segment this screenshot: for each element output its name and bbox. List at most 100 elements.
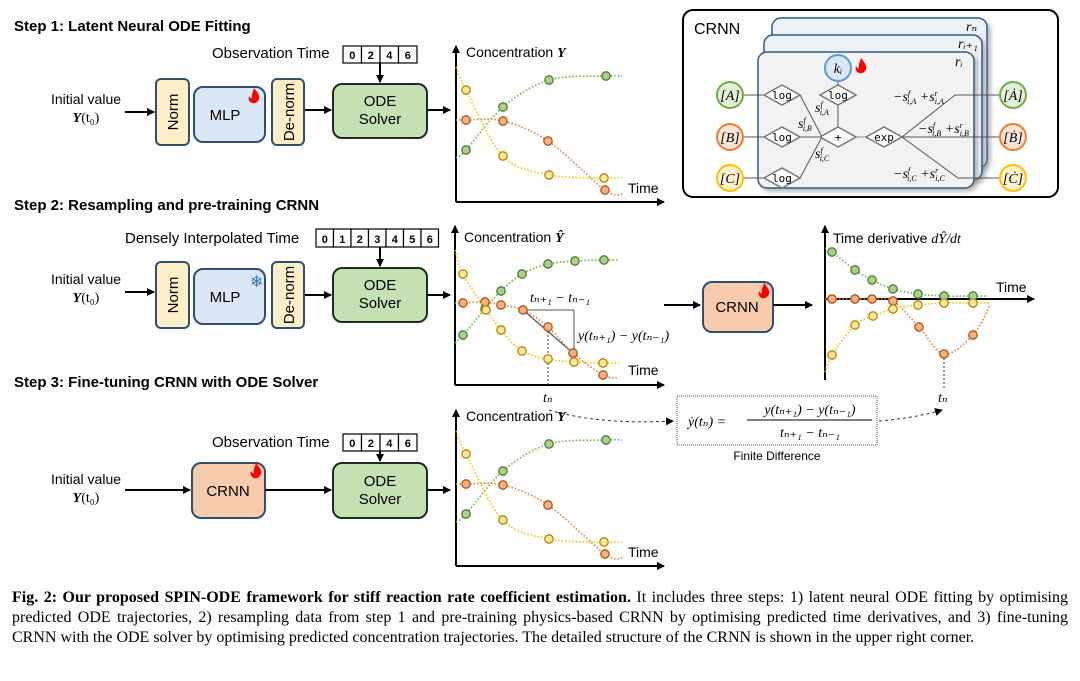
y-argument: (t₀): [81, 291, 99, 306]
exp-operator: [864, 126, 904, 148]
species-a-point: [888, 284, 898, 294]
species-b-point: [496, 300, 506, 310]
w: f: [820, 146, 824, 155]
time-cell-value: 4: [392, 234, 399, 246]
crnn-label: CRNN: [206, 483, 249, 500]
time-cell-value: 6: [405, 438, 411, 450]
time-cell-value: 1: [339, 234, 345, 246]
species-c-point: [868, 311, 878, 321]
species-b-point: [600, 185, 610, 195]
log-operator-label: log: [772, 89, 792, 102]
log-operator: [762, 84, 802, 106]
w: i,A: [935, 97, 944, 106]
w: +s: [917, 167, 936, 182]
output-node-b: [Ḃ]: [999, 123, 1027, 151]
species-a-point: [599, 255, 609, 265]
w: i,B: [932, 129, 941, 138]
card-label-ri: rᵢ: [955, 55, 963, 70]
species-a-point: [544, 75, 554, 85]
time-cell-value: 0: [349, 50, 355, 62]
species-b-point: [888, 296, 898, 306]
w: i,C: [907, 174, 917, 183]
x-axis-label: Time: [628, 180, 659, 196]
log-operator: [762, 167, 802, 189]
denorm-label: De-norm: [281, 83, 298, 141]
species-c-point: [498, 515, 508, 525]
time-cell-value: 2: [368, 438, 374, 450]
crnn-block: CRNN: [702, 281, 774, 333]
ode-label: ODE: [364, 277, 397, 294]
y-symbol: Y: [73, 491, 83, 506]
log-operator-label: log: [828, 89, 848, 102]
y-argument: (t₀): [81, 111, 99, 126]
species-c-point: [850, 320, 860, 330]
w: i,A: [907, 97, 916, 106]
fd-numerator: y(tₙ₊₁) − y(tₙ₋₁): [762, 403, 856, 418]
mlp-block: MLP: [193, 86, 266, 143]
node-label: [Ċ]: [1003, 170, 1023, 187]
x-axis-label: Time: [628, 544, 659, 560]
species-c-point: [461, 85, 471, 95]
species-b-point: [543, 136, 553, 146]
node-label: [B]: [720, 131, 739, 146]
species-c-point: [496, 325, 506, 335]
ode-solver-block: ODE Solver: [332, 83, 428, 139]
step3-title: Step 3: Fine-tuning CRNN with ODE Solver: [14, 374, 318, 391]
step2-title: Step 2: Resampling and pre-training CRNN: [14, 197, 319, 214]
y-symbol: Y: [557, 46, 567, 61]
time-cell-value: 0: [322, 234, 328, 246]
time-cell: [397, 433, 418, 452]
tn-label: tₙ: [543, 391, 553, 406]
species-b-point: [518, 305, 528, 315]
norm-block: Norm: [155, 78, 190, 146]
w: s: [815, 147, 821, 162]
norm-label: Norm: [165, 94, 182, 131]
card-label-rn: rₙ: [966, 20, 977, 35]
y-axis-label: Concentration Y: [466, 44, 567, 61]
w: +s: [916, 90, 935, 105]
w: i,C: [820, 154, 830, 163]
finite-difference-box: ẏ(tₙ) = y(tₙ₊₁) − y(tₙ₋₁) tₙ₊₁ − tₙ₋₁ Fi…: [548, 395, 943, 463]
w: f: [820, 100, 824, 109]
figure-caption: Fig. 2: Our proposed SPIN-ODE framework …: [12, 588, 1068, 648]
initial-value-label: Initial value: [51, 91, 121, 107]
time-cell-value: 4: [386, 50, 393, 62]
species-a-point: [498, 102, 508, 112]
species-b-point: [498, 116, 508, 126]
y-argument: (t₀): [81, 491, 99, 506]
dashed-arrow: [548, 409, 674, 426]
ode-label: ODE: [364, 93, 397, 110]
x-axis-label: Time: [628, 362, 659, 378]
network-connections: [743, 81, 1000, 179]
y-symbol: Y: [73, 111, 83, 126]
w: −s: [918, 122, 933, 137]
time-cell-value: 2: [368, 50, 374, 62]
y-axis-label: Concentration Ŷ: [464, 229, 565, 246]
initial-value-label: Initial value: [51, 271, 121, 287]
w: f: [908, 89, 912, 98]
initial-value-label: Initial value: [51, 471, 121, 487]
snowflake-icon: ❄: [250, 272, 263, 291]
species-c-trajectory: [824, 302, 990, 373]
time-cell-value: 0: [349, 438, 355, 450]
observation-time-label: Observation Time: [212, 45, 330, 62]
time-cell: [420, 228, 440, 248]
species-b-point: [458, 298, 468, 308]
time-cell-value: 2: [357, 234, 363, 246]
species-b-point: [598, 370, 608, 380]
species-b-point: [480, 297, 490, 307]
initial-value-symbol: Y(t₀): [73, 491, 100, 506]
concentration-text: Concentration: [466, 408, 553, 424]
species-a-trajectory: [455, 74, 623, 159]
mlp-label: MLP: [210, 289, 241, 306]
step2-row: Initial value Y(t₀) Norm MLP ❄ De-norm O…: [51, 228, 451, 329]
dense-time-label: Densely Interpolated Time: [125, 230, 299, 247]
y-axis-label: Concentration Y: [466, 408, 567, 425]
species-b-point: [498, 480, 508, 490]
reaction-card-ri: [757, 51, 975, 189]
dy-label: y(tₙ₊₁) − y(tₙ₋₁): [576, 329, 670, 344]
denorm-block: De-norm: [271, 261, 305, 329]
